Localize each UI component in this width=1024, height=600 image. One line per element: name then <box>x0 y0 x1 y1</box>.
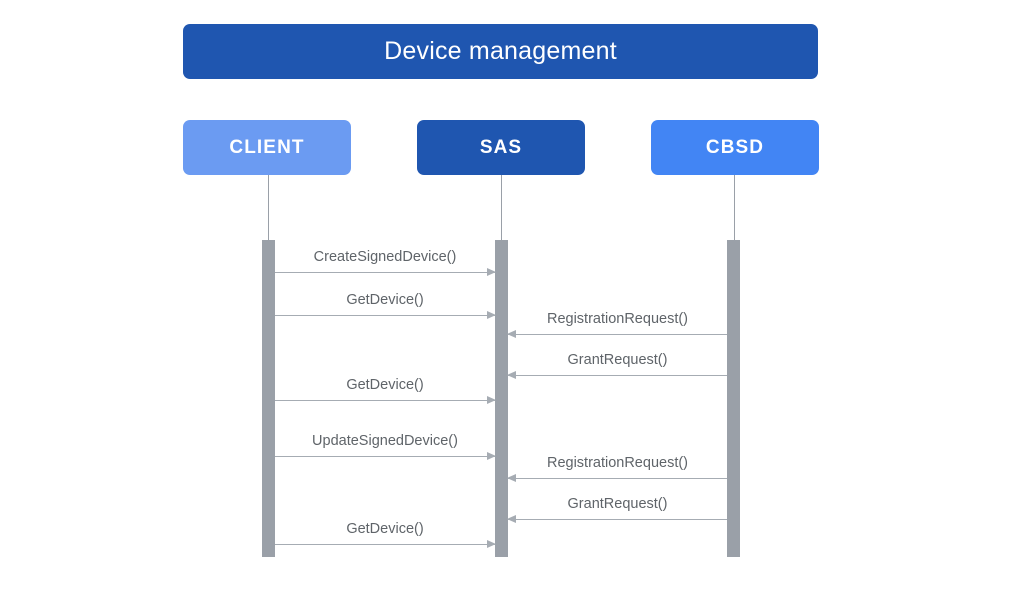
actor-label-sas: SAS <box>479 136 523 158</box>
message-label: GetDevice() <box>346 521 424 537</box>
actor-box-cbsd[interactable]: CBSD <box>651 120 819 175</box>
actor-label-cbsd: CBSD <box>705 136 765 158</box>
message-label: GetDevice() <box>346 377 424 393</box>
actor-box-client[interactable]: CLIENT <box>183 120 351 175</box>
message-line <box>508 375 727 376</box>
message-label: GrantRequest() <box>567 352 668 368</box>
message-line <box>275 456 495 457</box>
message-line <box>275 544 495 545</box>
lifeline-cbsd <box>734 175 735 243</box>
message-label: GrantRequest() <box>567 496 668 512</box>
arrowhead-right-icon <box>487 540 496 548</box>
arrowhead-right-icon <box>487 268 496 276</box>
actor-label-client: CLIENT <box>229 136 305 158</box>
message-label: RegistrationRequest() <box>546 311 689 327</box>
arrowhead-left-icon <box>507 515 516 523</box>
message-line <box>508 334 727 335</box>
diagram-title: Device management <box>183 24 818 79</box>
arrowhead-left-icon <box>507 330 516 338</box>
message-line <box>508 478 727 479</box>
message-line <box>275 315 495 316</box>
lifeline-sas <box>501 175 502 243</box>
activation-bar-client <box>262 240 275 557</box>
message-line <box>275 400 495 401</box>
message-label: UpdateSignedDevice() <box>312 433 458 449</box>
arrowhead-right-icon <box>487 311 496 319</box>
arrowhead-left-icon <box>507 474 516 482</box>
message-label: GetDevice() <box>346 292 424 308</box>
actor-box-sas[interactable]: SAS <box>417 120 585 175</box>
arrowhead-left-icon <box>507 371 516 379</box>
arrowhead-right-icon <box>487 452 496 460</box>
message-label: RegistrationRequest() <box>546 455 689 471</box>
lifeline-client <box>268 175 269 243</box>
message-label: CreateSignedDevice() <box>313 249 457 265</box>
arrowhead-right-icon <box>487 396 496 404</box>
activation-bar-sas <box>495 240 508 557</box>
message-line <box>275 272 495 273</box>
message-line <box>508 519 727 520</box>
activation-bar-cbsd <box>727 240 740 557</box>
